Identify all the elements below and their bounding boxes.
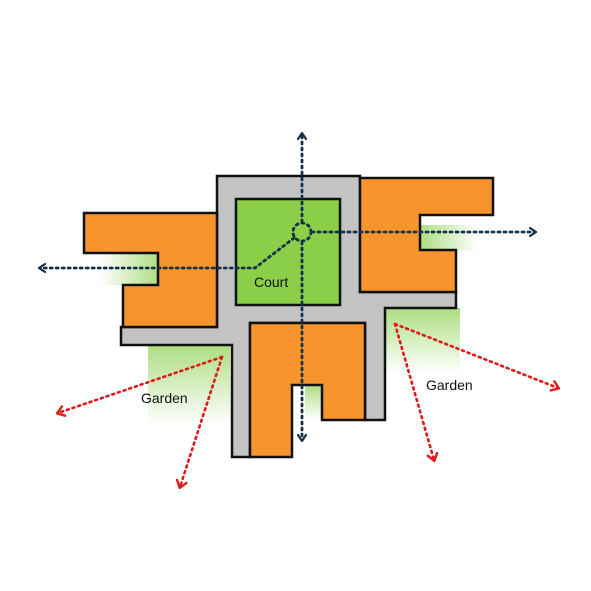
axis-hub [291, 221, 313, 243]
garden-arrow-left-south [180, 355, 224, 487]
glow-right-garden [385, 308, 460, 373]
glow-left-garden [148, 345, 230, 425]
glow-right-notch [420, 225, 478, 250]
label-court: Court [254, 274, 288, 290]
building-right [358, 176, 495, 294]
label-garden-left: Garden [141, 390, 188, 406]
garden-arrow-right-south [393, 322, 434, 460]
axis-arrow-left [40, 236, 296, 268]
label-garden-right: Garden [426, 377, 473, 393]
building-left [82, 211, 219, 329]
garden-arrow-right-east [393, 322, 558, 388]
axis-arrows [40, 134, 535, 440]
court-area [234, 197, 342, 307]
garden-arrows [58, 322, 558, 487]
garden-arrow-left-west [58, 355, 224, 413]
building-bottom [248, 321, 367, 459]
glow-bottom-notch [305, 385, 322, 420]
